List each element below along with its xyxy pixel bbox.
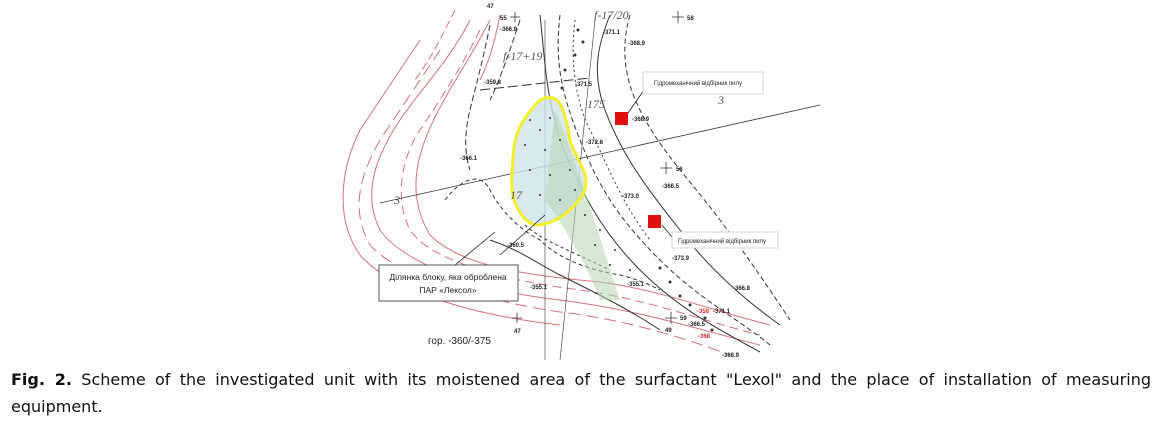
measuring-equipment-marker [648,215,661,228]
elevation-label: -355.1 [530,285,548,291]
equipment-callout-text: Гідромеханічний відбірник пилу [654,80,742,87]
elevation-label: -371.1 [713,309,731,315]
elevation-label: -355.1 [627,282,645,288]
elevation-label: -366.8 [733,286,751,292]
elevation-label: -366.1 [460,156,478,162]
elevation-label: -360.5 [507,243,525,249]
treated-area-text-line1: Ділянка блоку, яка оброблена [389,272,507,282]
moistened-area-outline [510,96,588,227]
elevation-label: -372.8 [586,140,604,146]
elevation-label: -368.9 [632,117,650,123]
elevation-label: -371.5 [575,82,593,88]
elevation-label: -358 [697,309,710,315]
grid-mark: 49 [665,328,672,334]
treated-area-callout: Ділянка блоку, яка оброблена ПАР «Лексол… [378,264,519,302]
equipment-callout-text: Гідромеханічний відбірник пилу [678,238,766,245]
handwritten-note: 3 [393,193,400,207]
handwritten-note: 3 [717,93,724,107]
handwritten-note: f-17/20 [594,8,629,22]
elevation-label: -368 [698,334,711,340]
elevation-labels: -366.9 -371.1 -368.9 -359.8 -371.5 -368.… [460,27,751,359]
caption-text: Scheme of the investigated unit with its… [11,370,1151,416]
leader-lines [454,89,673,266]
elevation-label: -373.0 [622,194,640,200]
elevation-label: -359.8 [484,80,502,86]
red-contour-lines [342,9,771,356]
grid-mark: 55 [500,16,507,22]
grid-mark: 59 [680,316,687,322]
handwritten-notes: f-17/20 f-17+19 175 17 3 3 [393,8,724,207]
drill-hole-dots [524,28,714,332]
equipment-callout-1: Гідромеханічний відбірник пилу [642,71,764,95]
figure-label: Fig. 2. [11,370,72,389]
grid-marks [510,11,684,324]
elevation-label: -366.5 [688,322,706,328]
equipment-callout-2: Гідромеханічний відбірник пилу [671,231,779,249]
handwritten-note: f-17+19 [503,49,542,63]
grid-mark: 56 [676,167,683,173]
grid-mark: 58 [687,16,694,22]
moistened-area [510,28,714,332]
handwritten-note: 175 [587,97,605,111]
elevation-label: -373.9 [672,256,690,262]
handwritten-note: 17 [510,188,523,202]
dark-contour-lines [379,14,821,360]
elevation-label: -368.9 [722,353,740,359]
elevation-label: -366.9 [500,27,518,33]
measuring-equipment-marker [615,112,628,125]
elevation-label: -371.1 [603,30,621,36]
elevation-label: -366.5 [662,184,680,190]
grid-mark: 47 [514,329,521,335]
treated-area-text-line2: ПАР «Лексол» [419,285,477,295]
grid-mark: 47 [487,4,494,10]
figure-caption: Fig. 2. Scheme of the investigated unit … [11,366,1151,420]
mine-unit-scheme: 47 55 58 56 59 49 47 -366.9 -371.1 -368.… [342,4,821,360]
elevation-label: -368.9 [628,41,646,47]
horizon-label: гор. -360/-375 [428,336,491,347]
